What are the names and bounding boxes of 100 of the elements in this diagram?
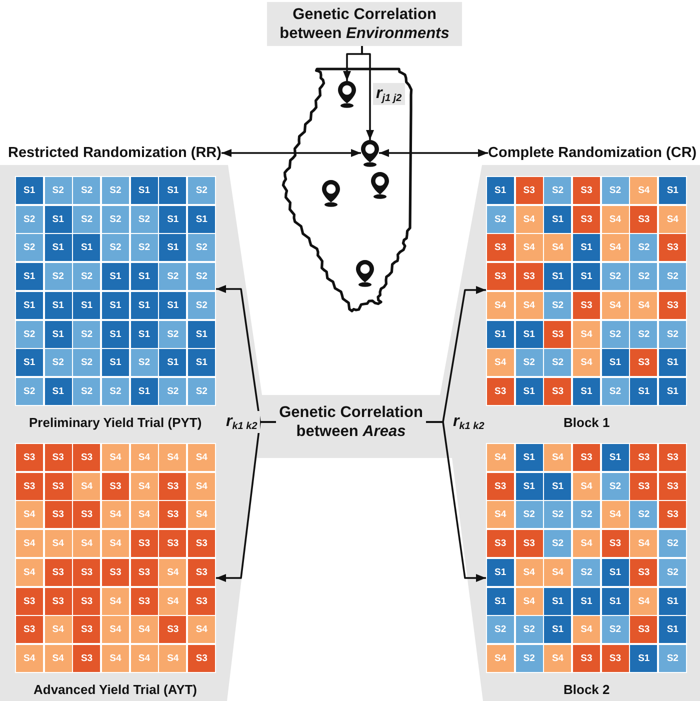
plot-cell: S2	[659, 320, 686, 348]
plot-cell: S2	[602, 472, 629, 500]
plot-cell: S1	[130, 378, 158, 406]
plot-cell: S4	[486, 292, 514, 319]
plot-cell: S3	[44, 501, 72, 528]
plot-cell: S2	[188, 263, 216, 290]
plot-cell: S4	[102, 501, 130, 528]
plot-cell: S4	[188, 616, 216, 644]
plot-cell: S2	[516, 349, 543, 376]
plot-cell: S4	[602, 501, 629, 528]
plot-cell: S2	[630, 234, 658, 262]
plot-cell: S2	[602, 378, 629, 406]
plot-cell: S4	[16, 530, 43, 558]
plot-cell: S2	[130, 206, 158, 233]
plot-cell: S1	[16, 349, 43, 376]
map-pin-icon	[371, 172, 389, 199]
plot-cell: S3	[659, 444, 686, 471]
plot-cell: S3	[73, 558, 100, 586]
plot-cell: S4	[486, 444, 514, 471]
plot-cell: S2	[486, 206, 514, 233]
plot-cell: S2	[516, 645, 543, 672]
plot-cell: S3	[130, 588, 158, 615]
plot-cell: S1	[544, 472, 572, 500]
plot-cell: S2	[16, 206, 43, 233]
plot-cell: S2	[516, 616, 543, 644]
plot-cell: S3	[159, 616, 186, 644]
plot-cell: S2	[544, 349, 572, 376]
plot-cell: S3	[16, 472, 43, 500]
plot-cell: S4	[544, 234, 572, 262]
plot-cell: S2	[73, 176, 100, 204]
plot-cell: S3	[159, 501, 186, 528]
plot-cell: S4	[486, 645, 514, 672]
plot-cell: S1	[73, 292, 100, 319]
plot-cell: S1	[486, 320, 514, 348]
plot-cell: S3	[44, 472, 72, 500]
plot-cell: S3	[659, 292, 686, 319]
plot-cell: S3	[16, 616, 43, 644]
center-label: Genetic Correlation between Areas	[276, 403, 426, 441]
plot-cell: S3	[630, 206, 658, 233]
plot-cell: S1	[102, 320, 130, 348]
plot-cell: S2	[659, 645, 686, 672]
plot-cell: S3	[572, 645, 600, 672]
plot-cell: S1	[516, 444, 543, 471]
plot-cell: S3	[486, 472, 514, 500]
plot-cell: S3	[16, 588, 43, 615]
plot-cell: S3	[486, 263, 514, 290]
plot-cell: S3	[159, 530, 186, 558]
plot-cell: S4	[130, 444, 158, 471]
plot-cell: S3	[659, 472, 686, 500]
plot-cell: S3	[602, 530, 629, 558]
plot-cell: S4	[102, 444, 130, 471]
plot-cell: S2	[159, 263, 186, 290]
plot-cell: S2	[16, 378, 43, 406]
plot-cell: S1	[159, 349, 186, 376]
plot-cell: S3	[602, 645, 629, 672]
plot-cell: S2	[102, 176, 130, 204]
plot-cell: S1	[159, 292, 186, 319]
plot-cell: S4	[188, 444, 216, 471]
plot-cell: S2	[572, 501, 600, 528]
plot-cell: S1	[630, 378, 658, 406]
plot-cell: S4	[188, 472, 216, 500]
plot-cell: S3	[44, 558, 72, 586]
plot-cell: S4	[130, 616, 158, 644]
plot-cell: S1	[44, 234, 72, 262]
plot-cell: S1	[130, 320, 158, 348]
plot-cell: S3	[44, 588, 72, 615]
plot-cell: S1	[659, 616, 686, 644]
plot-cell: S2	[159, 320, 186, 348]
plot-cell: S4	[516, 234, 543, 262]
plot-cell: S1	[159, 176, 186, 204]
plot-cell: S3	[630, 349, 658, 376]
plot-cell: S2	[602, 176, 629, 204]
plot-cell: S3	[16, 444, 43, 471]
plot-cell: S1	[544, 616, 572, 644]
plot-cell: S2	[544, 501, 572, 528]
plot-cell: S1	[159, 206, 186, 233]
plot-cell: S4	[486, 501, 514, 528]
plot-cell: S2	[486, 616, 514, 644]
plot-cell: S4	[188, 501, 216, 528]
plot-cell: S2	[659, 558, 686, 586]
plot-cell: S1	[159, 234, 186, 262]
plot-cell: S1	[188, 320, 216, 348]
plot-cell: S1	[486, 588, 514, 615]
plot-cell: S2	[188, 176, 216, 204]
plot-cell: S3	[188, 588, 216, 615]
map-pin-icon	[322, 180, 340, 207]
plot-cell: S3	[130, 530, 158, 558]
label-box: Genetic Correlation between Environments	[267, 2, 462, 46]
plot-cell: S3	[102, 472, 130, 500]
plot-cell: S2	[544, 176, 572, 204]
plot-cell: S1	[602, 588, 629, 615]
grid-title: Advanced Yield Trial (AYT)	[34, 681, 198, 699]
plot-cell: S1	[544, 263, 572, 290]
plot-cell: S2	[73, 320, 100, 348]
plot-cell: S1	[130, 263, 158, 290]
plot-cell: S2	[102, 378, 130, 406]
plot-cell: S4	[572, 530, 600, 558]
plot-cell: S2	[630, 320, 658, 348]
plot-cell: S2	[73, 349, 100, 376]
plot-cell: S3	[188, 645, 216, 672]
